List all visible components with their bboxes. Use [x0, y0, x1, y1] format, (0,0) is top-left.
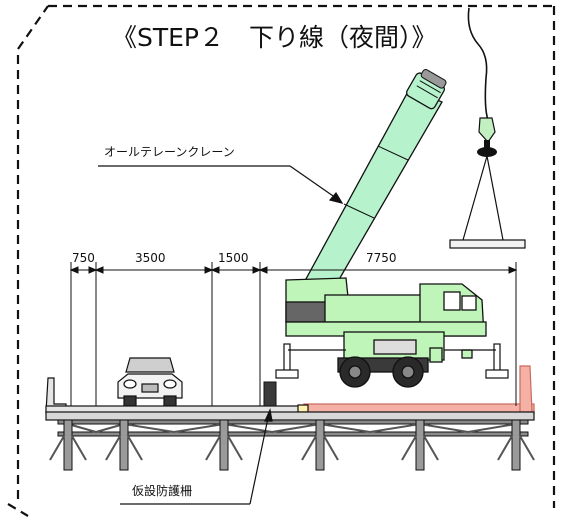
dimension-lines — [69, 262, 518, 406]
suspended-load — [449, 155, 526, 249]
barrier-leader — [120, 408, 273, 505]
diagram-title: 《STEP２ 下り線（夜間）》 — [112, 23, 437, 52]
dashed-frame — [7, 4, 556, 517]
dimension-3500: 3500 — [135, 251, 166, 265]
crane-outriggers — [275, 343, 509, 379]
dimension-1500: 1500 — [218, 251, 249, 265]
car — [117, 357, 183, 407]
barrier-label: 仮設防護柵 — [132, 483, 192, 498]
dimension-7750: 7750 — [366, 251, 397, 265]
crane-body — [285, 277, 487, 388]
crane-hook — [467, 7, 497, 157]
crane-boom — [299, 69, 447, 303]
dimension-750: 750 — [72, 251, 95, 265]
temporary-barrier — [263, 381, 277, 407]
crane-label: オールテレーンクレーン — [104, 145, 235, 159]
bridge-girders — [49, 419, 535, 471]
crane-leader — [98, 165, 344, 204]
